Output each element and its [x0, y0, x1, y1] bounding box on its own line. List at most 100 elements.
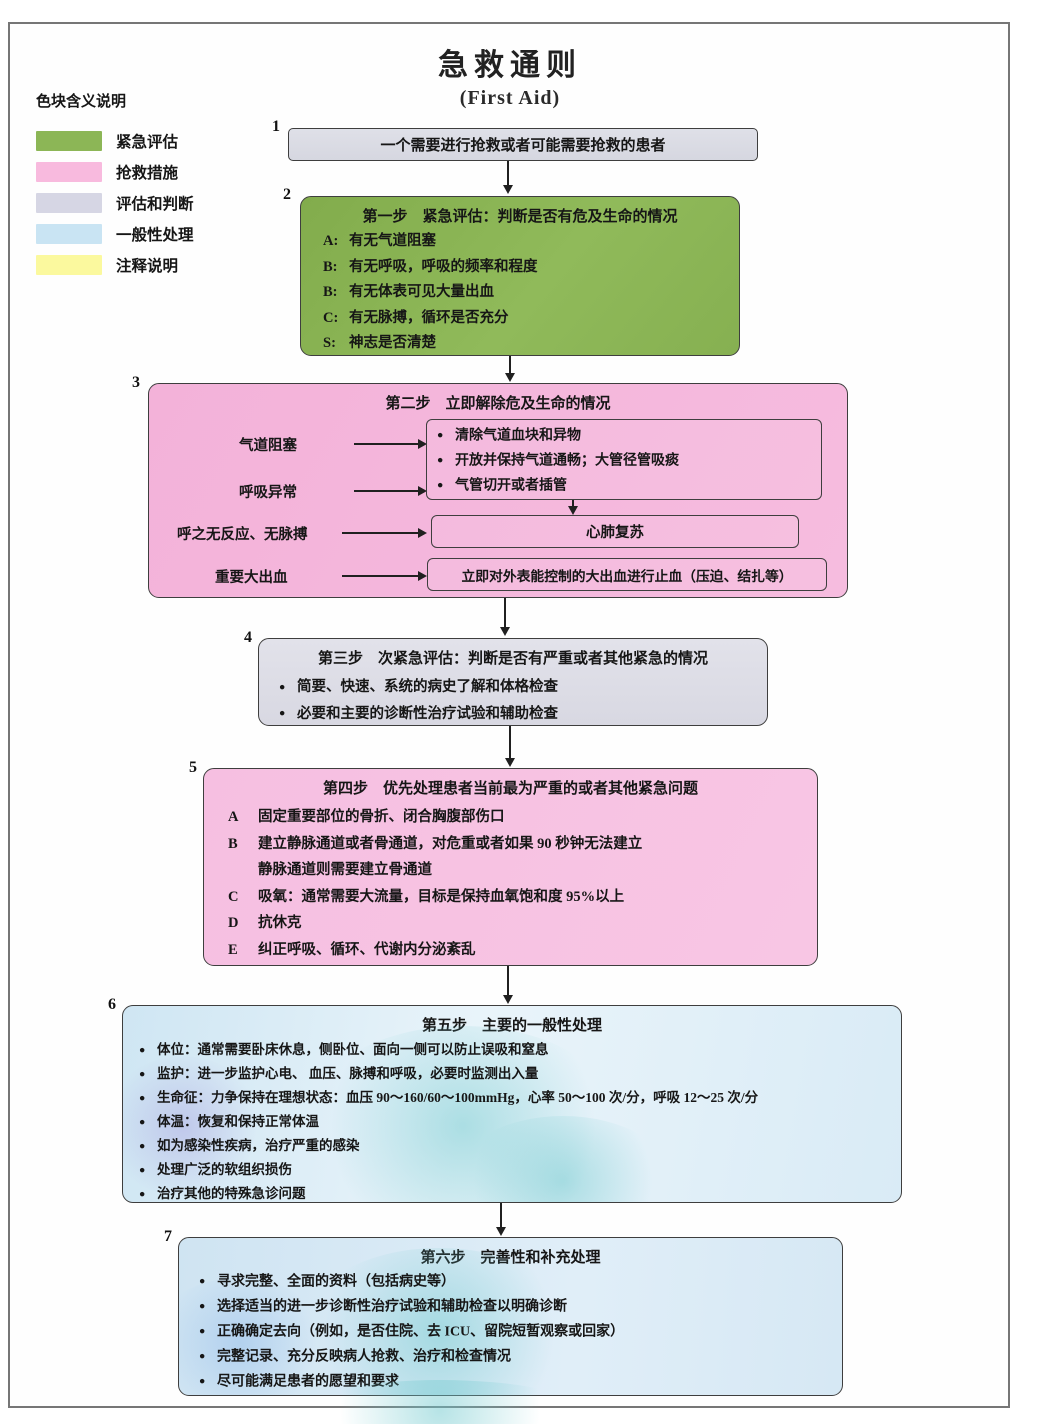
checklist-text: 神志是否清楚	[349, 335, 436, 351]
bullet-line: 处理广泛的软组织损伤	[139, 1158, 901, 1182]
bullet-icon	[139, 1158, 157, 1182]
bullet-line: 如为感染性疾病，治疗严重的感染	[139, 1134, 901, 1158]
item-text: 吸氧：通常需要大流量，目标是保持血氧饱和度 95%以上	[258, 888, 625, 905]
bullet-text: 监护：进一步监护心电、 血压、脉搏和呼吸，必要时监测出入量	[157, 1066, 539, 1081]
checklist-letter: B:	[323, 258, 338, 275]
bullet-icon	[199, 1295, 217, 1320]
color-swatch	[36, 254, 102, 275]
checklist-line: B: 有无体表可见大量出血	[323, 280, 739, 306]
legend-item: 注释说明	[36, 249, 194, 280]
bullet-icon	[199, 1370, 217, 1395]
connector-box3-to-box4	[499, 598, 510, 636]
step1-title: 第一步 紧急评估：判断是否有危及生命的情况	[362, 209, 678, 225]
bullet-icon	[199, 1320, 217, 1345]
item-letter: C	[228, 888, 239, 905]
bullet-icon	[437, 424, 455, 449]
legend-item-label: 评估和判断	[116, 195, 194, 213]
bullet-icon	[279, 674, 297, 701]
title-block: 急救通则 (First Aid)	[255, 40, 765, 110]
bullet-text: 尽可能满足患者的愿望和要求	[217, 1374, 399, 1390]
checklist-text: 有无呼吸，呼吸的频率和程度	[349, 258, 538, 275]
bullet-text: 必要和主要的诊断性治疗试验和辅助检查	[297, 705, 558, 722]
checklist-line: B: 有无呼吸，呼吸的频率和程度	[323, 255, 739, 281]
bullet-icon	[139, 1134, 157, 1158]
step5-bullets: 体位：通常需要卧床休息，侧卧位、面向一侧可以防止误吸和窒息 监护：进一步监护心电…	[123, 1035, 901, 1202]
step4-title: 第四步 优先处理患者当前最为严重的或者其他紧急问题	[322, 781, 698, 797]
bullet-icon	[139, 1062, 157, 1086]
cpr-box: 心肺复苏	[431, 515, 799, 548]
hemostasis-box: 立即对外表能控制的大出血进行止血（压迫、结扎等）	[427, 558, 827, 591]
bullet-icon	[139, 1110, 157, 1134]
lettered-item: 静脉通道则需要建立骨通道	[228, 857, 817, 884]
bullet-text: 生命征：力争保持在理想状态：血压 90～160/60～100mmHg，心率 50…	[157, 1090, 759, 1105]
airway-action-line: 清除气道血块和异物	[437, 424, 821, 449]
legend-item: 抢救措施	[36, 156, 194, 187]
color-legend: 色块含义说明 紧急评估 抢救措施 评估和判断	[36, 90, 194, 280]
checklist-letter: B:	[323, 284, 338, 300]
bullet-line: 治疗其他的特殊急诊问题	[139, 1182, 901, 1202]
connector-box4-to-box5	[504, 726, 515, 767]
checklist-line: A:有无气道阻塞	[323, 229, 739, 255]
legend-item-label: 抢救措施	[116, 164, 179, 182]
step-number-7: 7	[164, 1228, 172, 1245]
color-swatch	[36, 223, 102, 244]
bullet-text: 如为感染性疾病，治疗严重的感染	[157, 1138, 360, 1153]
legend-item: 一般性处理	[36, 218, 194, 249]
bullet-text: 体位：通常需要卧床休息，侧卧位、面向一侧可以防止误吸和窒息	[157, 1042, 549, 1057]
legend-item-label: 注释说明	[116, 257, 179, 275]
bullet-text: 简要、快速、系统的病史了解和体格检查	[297, 679, 558, 695]
bullet-text: 治疗其他的特殊急诊问题	[157, 1186, 306, 1201]
bullet-line: 正确确定去向（例如，是否住院、去 ICU、留院短暂观察或回家）	[199, 1320, 842, 1345]
bullet-icon	[437, 449, 455, 474]
checklist-text: 有无气道阻塞	[349, 233, 436, 249]
checklist-text: 有无体表可见大量出血	[349, 284, 494, 300]
flow-box-step2-remove-life-threats: 第二步 立即解除危及生命的情况 气道阻塞 呼吸异常 呼之无反应、无脉搏 重要大出…	[148, 383, 848, 598]
bullet-line: 选择适当的进一步诊断性治疗试验和辅助检查以明确诊断	[199, 1295, 842, 1320]
item-text: 抗休克	[258, 915, 302, 931]
step6-bullets: 寻求完整、全面的资料（包括病史等） 选择适当的进一步诊断性治疗试验和辅助检查以明…	[179, 1267, 842, 1395]
flow-box-patient: 一个需要进行抢救或者可能需要抢救的患者	[288, 128, 758, 161]
item-text: 纠正呼吸、循环、代谢内分泌紊乱	[258, 941, 476, 958]
airway-actions-list: 清除气道血块和异物 开放并保持气道通畅；大管径管吸痰 气管切开或者插管	[427, 420, 821, 499]
legend-item: 紧急评估	[36, 125, 194, 156]
bullet-line: 必要和主要的诊断性治疗试验和辅助检查	[279, 701, 767, 728]
airway-action-text: 气管切开或者插管	[455, 478, 567, 494]
bullet-text: 处理广泛的软组织损伤	[157, 1162, 292, 1177]
step5-title: 第五步 主要的一般性处理	[421, 1018, 602, 1034]
bullet-icon	[437, 474, 455, 499]
airway-action-text: 清除气道血块和异物	[455, 428, 581, 444]
flow-box-step1-emergency-assessment: 第一步 紧急评估：判断是否有危及生命的情况 A:有无气道阻塞 B: 有无呼吸，呼吸…	[300, 196, 740, 356]
bullet-icon	[279, 701, 297, 728]
arrow-noresponse-to-cpr	[342, 527, 427, 538]
bullet-icon	[139, 1182, 157, 1202]
arrow-airway-to-actions	[354, 438, 427, 449]
condition-no-response-no-pulse: 呼之无反应、无脉搏	[177, 527, 308, 543]
connector-box6-to-box7	[495, 1203, 506, 1236]
connector-box1-to-box2	[502, 161, 513, 194]
checklist-line: S:神志是否清楚	[323, 331, 739, 357]
legend-items: 紧急评估 抢救措施 评估和判断 一般性处理	[36, 125, 194, 280]
item-letter: E	[228, 941, 238, 958]
step-number-3: 3	[132, 374, 140, 391]
item-text: 静脉通道则需要建立骨通道	[258, 862, 432, 878]
bullet-line: 简要、快速、系统的病史了解和体格检查	[279, 674, 767, 701]
bullet-icon	[199, 1270, 217, 1295]
page-title: 急救通则	[438, 49, 582, 82]
bullet-icon	[139, 1038, 157, 1062]
step-number-2: 2	[283, 186, 291, 203]
checklist-line: C:有无脉搏，循环是否充分	[323, 306, 739, 332]
legend-title: 色块含义说明	[36, 94, 127, 110]
airway-action-line: 气管切开或者插管	[437, 474, 821, 499]
legend-item-label: 紧急评估	[116, 133, 179, 151]
bullet-icon	[139, 1086, 157, 1110]
connector-box5-to-box6	[502, 966, 513, 1004]
bullet-line: 体位：通常需要卧床休息，侧卧位、面向一侧可以防止误吸和窒息	[139, 1038, 901, 1062]
legend-item-label: 一般性处理	[116, 226, 194, 244]
condition-abnormal-breathing: 呼吸异常	[239, 485, 297, 501]
bullet-text: 完整记录、充分反映病人抢救、治疗和检查情况	[217, 1349, 511, 1365]
item-text: 固定重要部位的骨折、闭合胸腹部伤口	[258, 809, 505, 825]
step-number-4: 4	[244, 629, 252, 646]
arrow-breathing-to-actions	[354, 485, 427, 496]
color-swatch	[36, 161, 102, 182]
